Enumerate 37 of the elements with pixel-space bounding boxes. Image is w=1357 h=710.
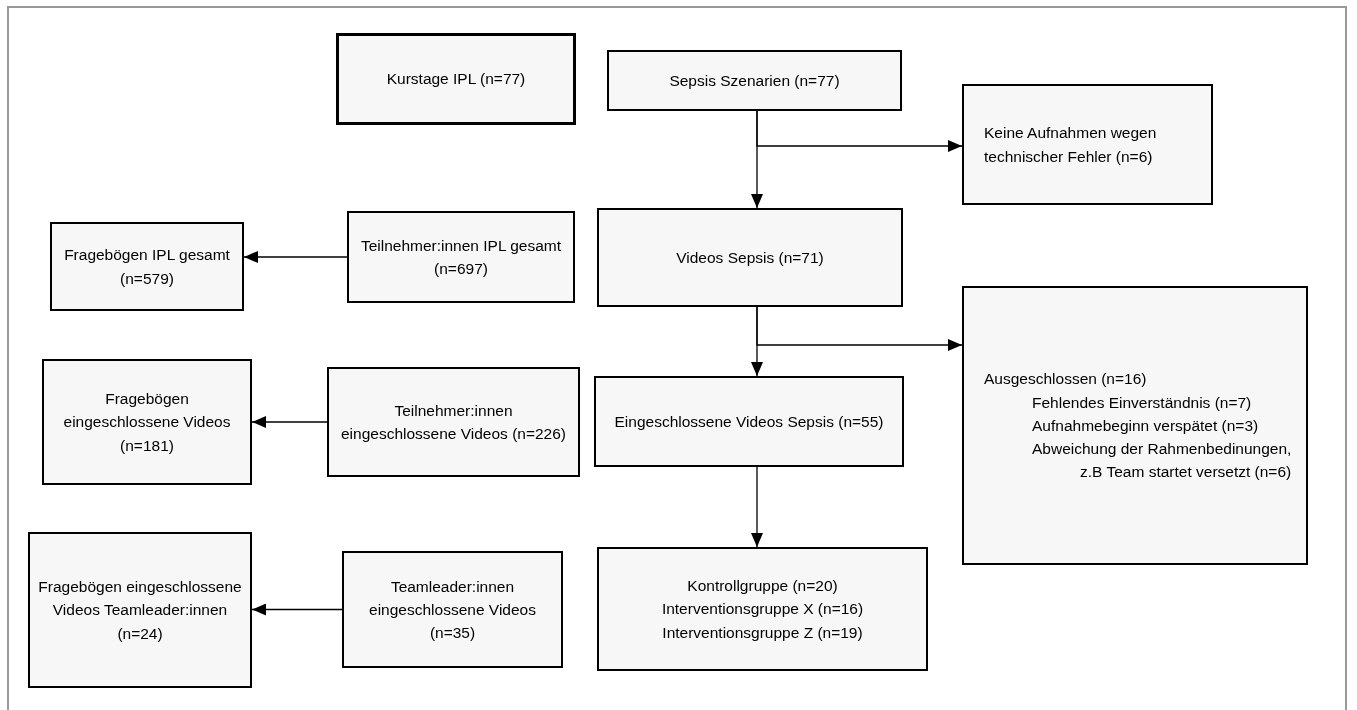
box-text: Fragebögen eingeschlossene Videos (n=181) xyxy=(62,389,232,456)
box-text: Fragebögen IPL gesamt (n=579) xyxy=(63,245,231,289)
arrow xyxy=(756,110,963,152)
box-text: Teilnehmer:innen eingeschlossene Videos (n=226) xyxy=(339,400,568,444)
process-box xyxy=(28,532,252,688)
process-box xyxy=(962,84,1213,205)
exclusion-reason: Fehlendes Einverständnis (n=7) xyxy=(1032,392,1252,413)
process-box xyxy=(597,547,928,671)
process-box xyxy=(347,211,575,303)
process-box xyxy=(607,50,902,111)
process-box xyxy=(50,222,244,311)
box-text: Fragebögen eingeschlossene Videos Teamleader:innen (n=24) xyxy=(38,577,242,644)
box-text: Interventionsgruppe X (n=16) xyxy=(661,599,864,620)
process-box xyxy=(42,359,252,485)
box-text: Sepsis Szenarien (n=77) xyxy=(669,70,840,91)
exclusion-reason: Abweichung der Rahmenbedinungen, z.B Team startet versetzt (n=6) xyxy=(1032,439,1292,483)
box-text: Interventionsgruppe Z (n=19) xyxy=(662,622,863,643)
arrow xyxy=(751,466,763,548)
exclusion-reason: Aufnahmebeginn verspätet (n=3) xyxy=(1032,415,1259,436)
box-text: Kontrollgruppe (n=20) xyxy=(687,576,838,597)
box-text: Videos Sepsis (n=71) xyxy=(676,247,824,268)
process-box xyxy=(594,376,904,467)
arrow xyxy=(251,416,328,428)
box-text: Kurstage IPL (n=77) xyxy=(386,69,526,90)
arrow xyxy=(251,603,343,616)
box-text: Ausgeschlossen (n=16) xyxy=(984,369,1147,390)
arrow xyxy=(243,251,348,263)
box-text: Teamleader:innen eingeschlossene Videos (n=35) xyxy=(368,576,537,644)
box-text: Keine Aufnahmen wegen technischer Fehler (n=6) xyxy=(984,123,1158,167)
process-box xyxy=(327,367,580,477)
process-box xyxy=(962,286,1308,565)
box-text: Eingeschlossene Videos Sepsis (n=55) xyxy=(614,411,884,432)
process-box xyxy=(342,551,563,668)
process-box xyxy=(597,208,903,307)
process-box xyxy=(336,33,576,125)
arrow xyxy=(756,306,963,351)
box-text: Teilnehmer:innen IPL gesamt (n=697) xyxy=(359,235,563,279)
